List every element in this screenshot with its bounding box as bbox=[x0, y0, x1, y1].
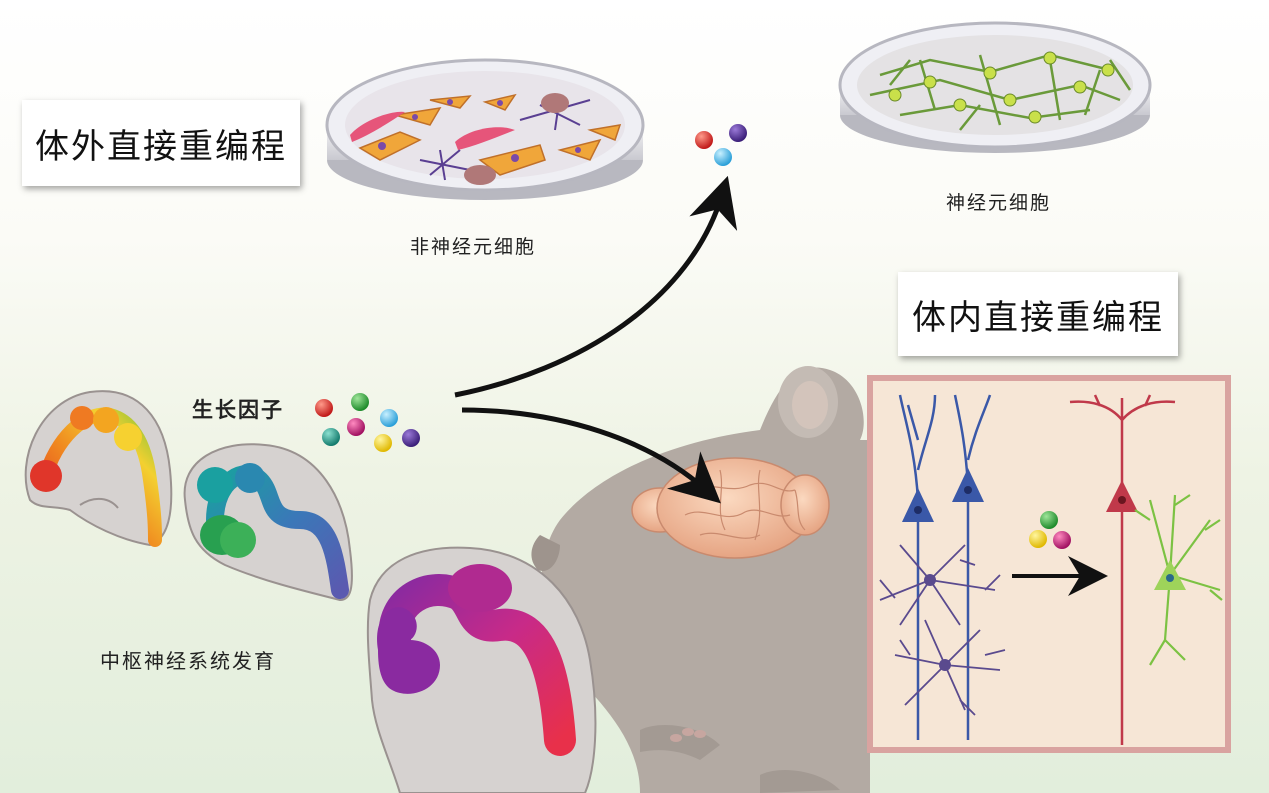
cns-development-caption: 中枢神经系统发育 bbox=[100, 649, 276, 673]
petri-dish-non-neuronal bbox=[325, 58, 645, 200]
arrow-to-in-vivo bbox=[461, 407, 721, 504]
blue-neuron-1 bbox=[898, 394, 937, 740]
in-vivo-reprogramming-label: 体内直接重编程 bbox=[898, 272, 1178, 356]
astrocyte-1 bbox=[879, 544, 1001, 626]
embryo-stage-2 bbox=[183, 443, 353, 602]
non-neuronal-cells-caption: 非神经元细胞 bbox=[410, 236, 537, 258]
neuronal-cells-caption: 神经元细胞 bbox=[946, 192, 1052, 214]
green-neuron bbox=[1134, 494, 1223, 666]
petri-dish-neuronal bbox=[838, 21, 1152, 153]
factor-beads-top bbox=[695, 124, 747, 166]
growth-factor-beads bbox=[315, 393, 420, 452]
in-vitro-reprogramming-label: 体外直接重编程 bbox=[22, 100, 300, 186]
non-neuronal-cell-cluster bbox=[350, 93, 622, 185]
growth-factors-caption: 生长因子 bbox=[192, 398, 284, 422]
factor-beads-inset bbox=[1029, 511, 1071, 549]
in-vivo-title: 体内直接重编程 bbox=[912, 297, 1164, 338]
astrocyte-2 bbox=[894, 619, 1006, 716]
blue-neuron-2-soma bbox=[952, 468, 984, 502]
red-neuron bbox=[1069, 394, 1176, 745]
embryo-stage-3 bbox=[366, 546, 597, 793]
blue-neuron-1-soma bbox=[902, 488, 934, 522]
in-vivo-inset-panel bbox=[867, 375, 1231, 753]
embryo-stage-1 bbox=[24, 390, 173, 547]
in-vitro-title: 体外直接重编程 bbox=[35, 126, 287, 167]
mouse-paw bbox=[670, 728, 706, 742]
arrow-to-in-vitro bbox=[454, 175, 738, 398]
